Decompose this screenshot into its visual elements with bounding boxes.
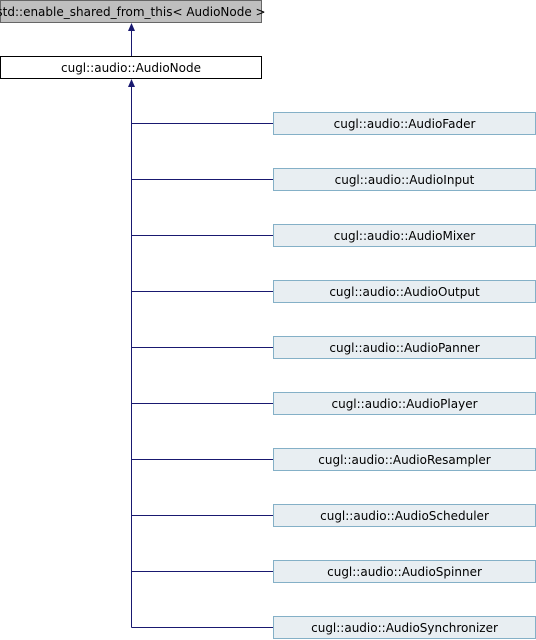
derived-class-node[interactable]: cugl::audio::AudioScheduler (273, 504, 536, 527)
audio-node-class-node[interactable]: cugl::audio::AudioNode (0, 56, 262, 79)
derived-class-node[interactable]: cugl::audio::AudioResampler (273, 448, 536, 471)
base-class-node[interactable]: std::enable_shared_from_this< AudioNode … (0, 0, 266, 23)
derived-class-node[interactable]: cugl::audio::AudioInput (273, 168, 536, 191)
derived-class-node[interactable]: cugl::audio::AudioPanner (273, 336, 536, 359)
derived-class-node[interactable]: cugl::audio::AudioOutput (273, 280, 536, 303)
inheritance-arrowhead (128, 79, 135, 87)
derived-class-node[interactable]: cugl::audio::AudioFader (273, 112, 536, 135)
derived-class-node[interactable]: cugl::audio::AudioSpinner (273, 560, 536, 583)
inheritance-arrowhead (128, 23, 135, 31)
derived-class-node[interactable]: cugl::audio::AudioPlayer (273, 392, 536, 415)
derived-class-node[interactable]: cugl::audio::AudioMixer (273, 224, 536, 247)
derived-class-node[interactable]: cugl::audio::AudioSynchronizer (273, 616, 536, 639)
